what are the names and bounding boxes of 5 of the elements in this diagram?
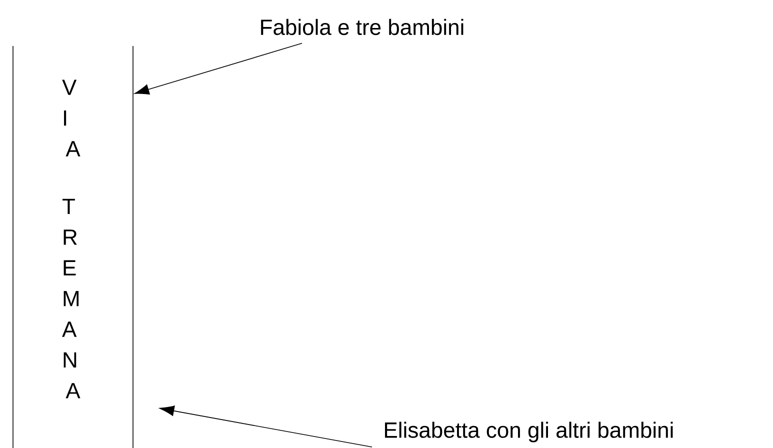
road-drawing: VIA TREMANA (12, 46, 134, 448)
arrow (160, 406, 372, 448)
text-label: Elisabetta con gli altri bambini (385, 422, 673, 442)
text-label: Fabiola e tre bambini (261, 18, 464, 36)
arrow (134, 42, 302, 95)
